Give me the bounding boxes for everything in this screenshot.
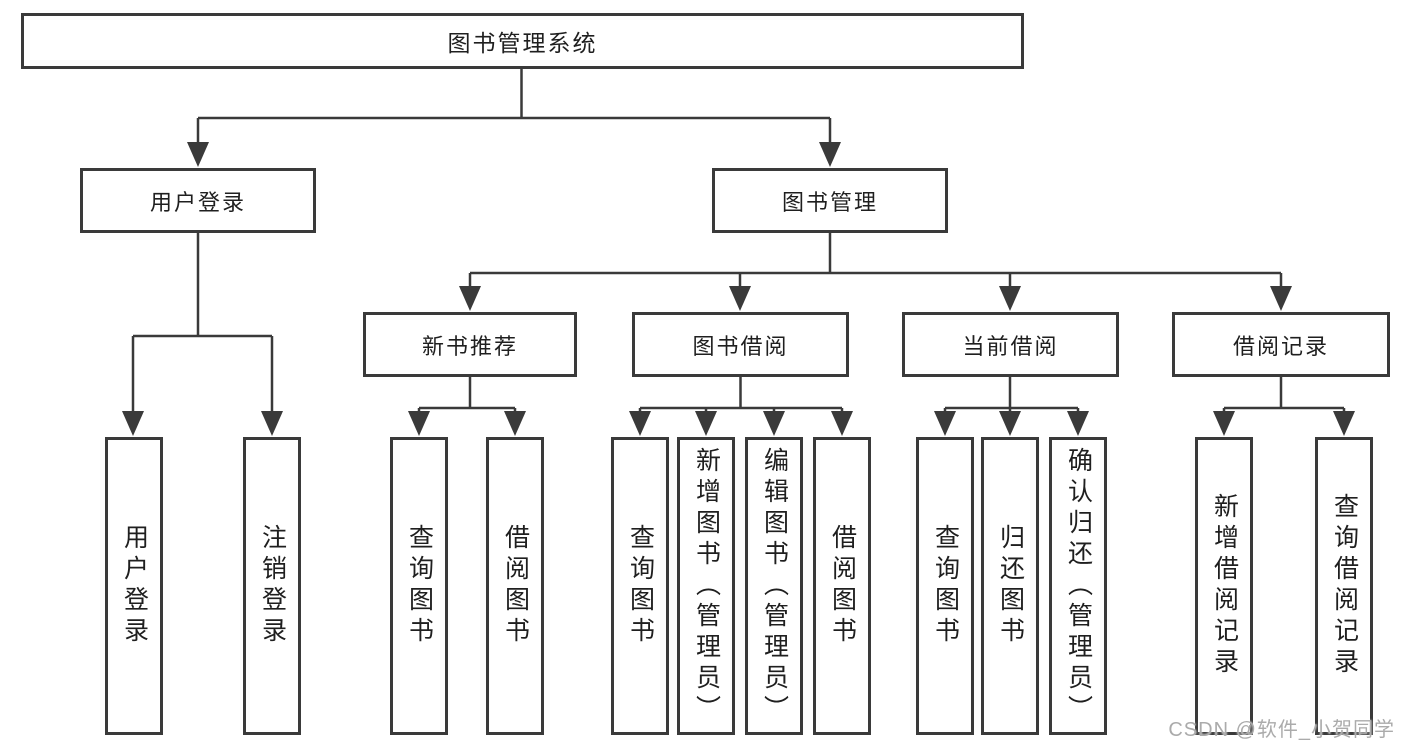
leaf-label: 查询图书 [931, 524, 960, 648]
leaf-label: 查询图书 [405, 524, 434, 648]
leaf-edit-books-admin: 编辑图书（管理员） [745, 437, 803, 735]
node-label: 图书管理系统 [447, 30, 598, 56]
node-label: 图书管理 [781, 189, 878, 215]
node-user-login: 用户登录 [80, 168, 316, 233]
leaf-borrow-books: 借阅图书 [813, 437, 871, 735]
leaf-label: 编辑图书（管理员） [760, 446, 789, 726]
node-label: 借阅记录 [1232, 333, 1329, 359]
leaf-label: 借阅图书 [501, 524, 530, 648]
node-borrowing-records: 借阅记录 [1172, 312, 1390, 377]
leaf-label: 查询借阅记录 [1330, 493, 1359, 679]
arrowheads [122, 142, 1355, 436]
leaf-add-books-admin: 新增图书（管理员） [677, 437, 735, 735]
leaf-confirm-return-admin: 确认归还（管理员） [1049, 437, 1107, 735]
leaf-label: 归还图书 [996, 524, 1025, 648]
node-book-borrowing: 图书借阅 [632, 312, 849, 377]
leaf-label: 新增借阅记录 [1210, 493, 1239, 679]
leaf-borrow-books-recommend: 借阅图书 [486, 437, 544, 735]
leaf-return-books: 归还图书 [981, 437, 1039, 735]
leaf-query-books-current: 查询图书 [916, 437, 974, 735]
leaf-label: 注销登录 [258, 524, 287, 648]
leaf-query-borrow-record: 查询借阅记录 [1315, 437, 1373, 735]
csdn-watermark: CSDN @软件_小贺同学 [1168, 719, 1395, 741]
leaf-label: 借阅图书 [828, 524, 857, 648]
node-label: 当前借阅 [962, 333, 1059, 359]
node-label: 用户登录 [149, 189, 246, 215]
node-book-management: 图书管理 [712, 168, 948, 233]
leaf-label: 新增图书（管理员） [692, 446, 721, 726]
node-label: 新书推荐 [421, 333, 518, 359]
leaf-query-books-borrow: 查询图书 [611, 437, 669, 735]
leaf-add-borrow-record: 新增借阅记录 [1195, 437, 1253, 735]
node-library-management-system: 图书管理系统 [21, 13, 1024, 69]
leaf-label: 查询图书 [626, 524, 655, 648]
leaf-label: 用户登录 [120, 524, 149, 648]
leaf-query-books-recommend: 查询图书 [390, 437, 448, 735]
node-current-borrowing: 当前借阅 [902, 312, 1119, 377]
node-label: 图书借阅 [692, 333, 789, 359]
leaf-logout: 注销登录 [243, 437, 301, 735]
leaf-label: 确认归还（管理员） [1064, 446, 1093, 726]
node-new-book-recommendation: 新书推荐 [363, 312, 577, 377]
leaf-user-login: 用户登录 [105, 437, 163, 735]
